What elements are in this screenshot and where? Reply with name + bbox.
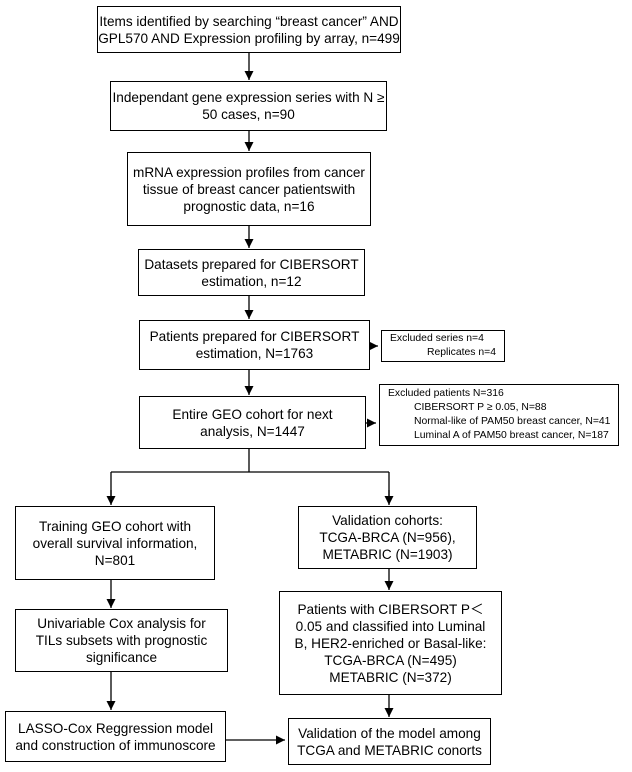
box-text-line: Excluded series n=4 bbox=[390, 333, 484, 344]
box-text-line: mRNA expression profiles from cancer bbox=[133, 164, 365, 180]
box-text-line: B, HER2-enriched or Basal-like: bbox=[294, 635, 487, 651]
box-text-line: N=801 bbox=[94, 552, 136, 568]
box-text-line: Datasets prepared for CIBERSORT bbox=[144, 256, 359, 272]
box-text-line: CIBERSORT P ≥ 0.05, N=88 bbox=[414, 402, 547, 413]
box-text-line: Entire GEO cohort for next bbox=[172, 406, 333, 422]
box-text-line: LASSO-Cox Reggression model bbox=[18, 720, 213, 736]
box-excluded-series: Excluded series n=4 Replicates n=4 bbox=[381, 330, 505, 362]
box-text-line: significance bbox=[85, 650, 158, 665]
box-datasets-prepared: Datasets prepared for CIBERSORT estimati… bbox=[138, 249, 365, 296]
box-text-line: prognostic data, n=16 bbox=[183, 198, 315, 214]
box-text-line: Replicates n=4 bbox=[426, 347, 496, 358]
box-patients-cibersort: Patients with CIBERSORT P＜ 0.05 and clas… bbox=[279, 591, 502, 695]
box-text-line: and construction of immunoscore bbox=[15, 737, 216, 753]
box-text-line: analysis, N=1447 bbox=[200, 423, 305, 439]
box-text-line: overall survival information, bbox=[32, 535, 198, 551]
box-text-line: METABRIC (N=372) bbox=[329, 669, 452, 685]
box-items-identified: Items identified by searching “breast ca… bbox=[97, 6, 401, 53]
box-text-line: TCGA-BRCA (N=956), bbox=[319, 530, 456, 545]
box-mrna-profiles: mRNA expression profiles from cancer tis… bbox=[127, 152, 371, 226]
box-text-line: Validation of the model among bbox=[298, 725, 481, 741]
box-text-line: Patients with CIBERSORT P＜ bbox=[297, 601, 484, 617]
box-text-line: TILs subsets with prognostic bbox=[35, 633, 208, 648]
box-text-line: Patients prepared for CIBERSORT bbox=[149, 329, 360, 344]
box-univariable-cox: Univariable Cox analysis for TILs subset… bbox=[15, 609, 228, 672]
box-entire-geo-cohort: Entire GEO cohort for next analysis, N=1… bbox=[139, 396, 366, 449]
box-text-line: Luminal A of PAM50 breast cancer, N=187 bbox=[414, 430, 609, 441]
box-text-line: Univariable Cox analysis for bbox=[37, 616, 206, 631]
box-text-line: estimation, n=12 bbox=[201, 273, 302, 289]
box-text-line: 50 cases, n=90 bbox=[202, 107, 295, 122]
box-validation-model: Validation of the model among TCGA and M… bbox=[288, 718, 491, 765]
box-text-line: Independant gene expression series with … bbox=[112, 90, 385, 105]
box-lasso-cox-model: LASSO-Cox Reggression model and construc… bbox=[5, 711, 226, 762]
box-text-line: TCGA and METABRIC conorts bbox=[297, 742, 482, 758]
box-text-line: Training GEO cohort with bbox=[38, 518, 192, 534]
box-text-line: Items identified by searching “breast ca… bbox=[99, 13, 399, 29]
box-text-line: Validation cohorts: bbox=[332, 513, 443, 528]
box-text-line: Normal-like of PAM50 breast cancer, N=41 bbox=[414, 416, 611, 427]
box-text-line: METABRIC (N=1903) bbox=[322, 547, 453, 562]
box-excluded-patients: Excluded patients N=316 CIBERSORT P ≥ 0.… bbox=[379, 384, 619, 446]
box-text-line: TCGA-BRCA (N=495) bbox=[324, 652, 457, 668]
split-connector bbox=[110, 449, 390, 503]
box-text-line: 0.05 and classified into Luminal bbox=[295, 618, 486, 634]
box-text-line: tissue of breast cancer patientswith bbox=[142, 181, 356, 197]
box-validation-cohorts: Validation cohorts: TCGA-BRCA (N=956), M… bbox=[298, 506, 477, 569]
box-text-line: estimation, N=1763 bbox=[195, 346, 314, 361]
box-training-geo-cohort: Training GEO cohort with overall surviva… bbox=[15, 506, 215, 580]
box-independent-series: Independant gene expression series with … bbox=[110, 81, 387, 131]
box-text-line: Excluded patients N=316 bbox=[388, 388, 504, 399]
box-text-line: GPL570 AND Expression profiling by array… bbox=[98, 30, 400, 46]
box-patients-prepared: Patients prepared for CIBERSORT estimati… bbox=[139, 320, 370, 370]
